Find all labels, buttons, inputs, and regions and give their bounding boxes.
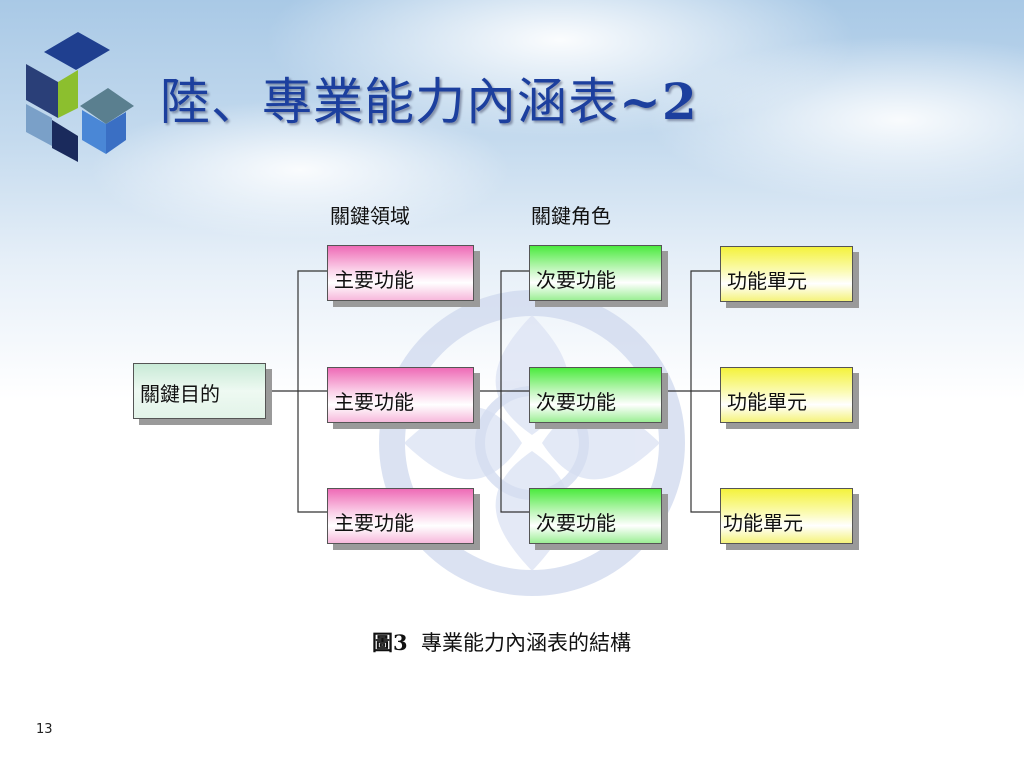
secondary-function-box: 次要功能 [529,367,662,423]
page-number: 13 [36,722,53,737]
title-number: ~2 [619,72,698,131]
function-unit-box: 功能單元 [720,367,853,423]
function-unit-box: 功能單元 [720,488,853,544]
heading-key-role: 關鍵角色 [531,204,611,228]
root-box-key-purpose: 關鍵目的 [133,363,266,419]
figure-caption: 圖3 專業能力內涵表的結構 [372,627,631,657]
connector-primary-bracket [297,270,327,513]
secondary-function-box: 次要功能 [529,488,662,544]
heading-key-area: 關鍵領域 [330,204,410,228]
primary-function-box: 主要功能 [327,367,474,423]
figure-caption-text: 專業能力內涵表的結構 [420,631,631,655]
connector-secondary-bracket [500,270,529,513]
function-unit-box: 功能單元 [720,246,853,302]
figure-number: 圖3 [372,630,408,655]
primary-function-box: 主要功能 [327,245,474,301]
logo-cubes [26,32,134,162]
connector-unit-bracket [690,270,720,513]
secondary-function-box: 次要功能 [529,245,662,301]
title-text: 陸、專業能力內涵表 [160,73,619,131]
slide-title: 陸、專業能力內涵表~2 [160,62,698,134]
primary-function-box: 主要功能 [327,488,474,544]
